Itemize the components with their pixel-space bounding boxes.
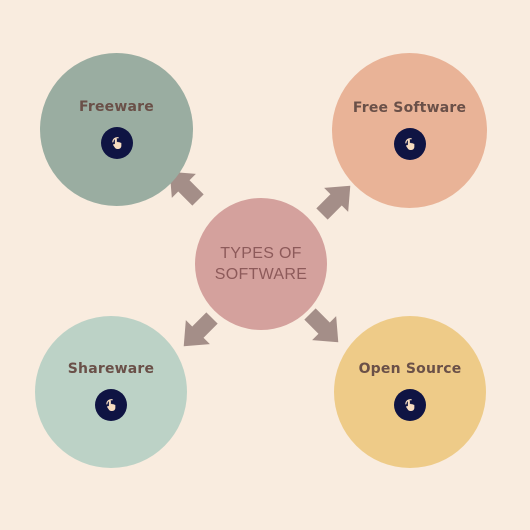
tap-hand-icon xyxy=(106,399,116,411)
node-label: Shareware xyxy=(67,361,155,377)
tap-hand-icon xyxy=(404,137,414,150)
open-source-button[interactable] xyxy=(394,389,426,421)
freeware-button[interactable] xyxy=(100,126,133,159)
free-software-button[interactable] xyxy=(393,127,426,160)
center-title-line1: TYPES OF xyxy=(220,245,302,262)
arrow-icon xyxy=(183,312,218,347)
center-title-line2: SOFTWARE xyxy=(214,266,308,283)
node-freeware: Freeware xyxy=(40,53,193,206)
node-label: Freeware xyxy=(79,98,154,115)
tap-hand-icon xyxy=(405,399,415,411)
node-free-software: Free Software xyxy=(332,53,487,208)
node-shareware: Shareware xyxy=(35,316,187,468)
center-node: TYPES OF SOFTWARE xyxy=(195,198,327,330)
tap-hand-icon xyxy=(111,136,121,149)
node-label: Free Software xyxy=(352,99,467,116)
node-label: Open Source xyxy=(358,361,462,377)
shareware-button[interactable] xyxy=(95,389,127,421)
node-open-source: Open Source xyxy=(334,316,486,468)
